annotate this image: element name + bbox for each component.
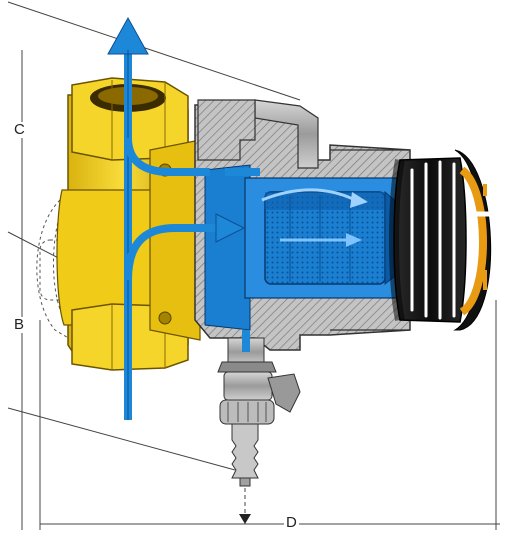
dimension-lines [7, 1, 500, 530]
top-cap [197, 99, 256, 161]
drain-valve [217, 330, 301, 487]
flow-arrow-up [107, 16, 149, 55]
filter-cartridge [264, 190, 401, 286]
knob [389, 157, 467, 323]
outer-sleeve [330, 149, 410, 331]
flow-arrows [107, 16, 368, 420]
flow-arrow-right [215, 213, 246, 243]
dimension-arrow-d [239, 514, 251, 524]
dimension-label-b: B [12, 316, 27, 333]
end-cap [453, 149, 500, 331]
dimension-label-c: C [12, 121, 27, 138]
dimension-label-d: D [284, 514, 299, 531]
